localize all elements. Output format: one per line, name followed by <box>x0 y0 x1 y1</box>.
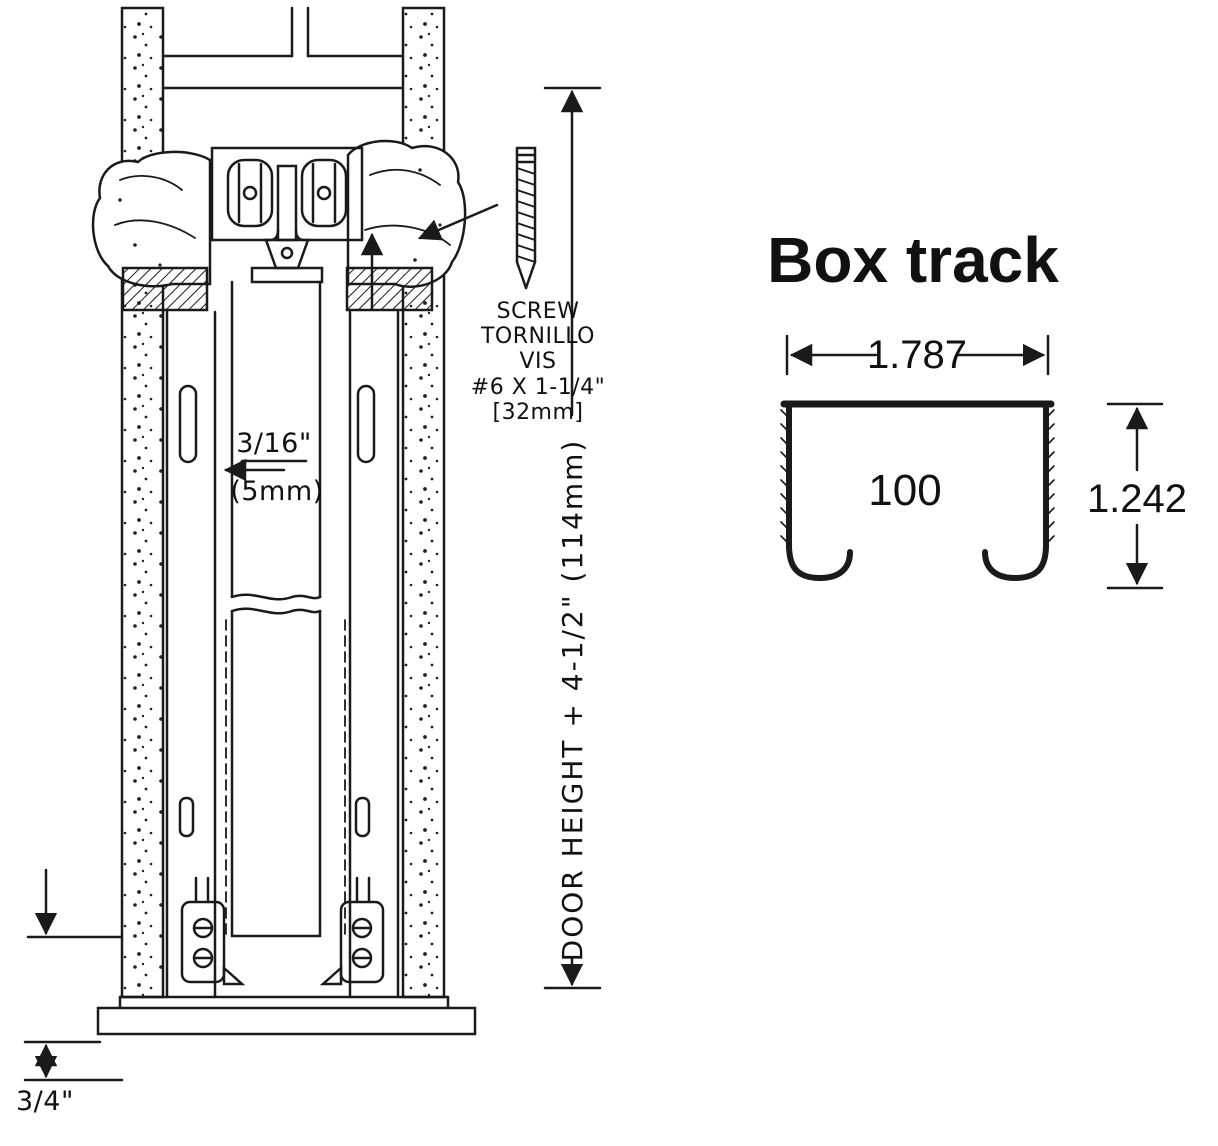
gap-dimension-inches: 3/16" <box>236 428 312 459</box>
gap-dimension <box>223 458 308 482</box>
track-width-value: 1.787 <box>867 333 967 377</box>
gap-dimension-metric: (5mm) <box>230 476 323 507</box>
floor-dimension-label: 3/4" <box>16 1086 74 1117</box>
hatched-mounting-blocks <box>121 232 434 312</box>
track-knurl-texture <box>780 409 1055 545</box>
header-framing <box>161 6 405 90</box>
door-height-dimension <box>543 86 602 990</box>
threshold <box>96 995 477 1036</box>
wall-section-drawing <box>23 6 602 1082</box>
screw-callout-line1: SCREW <box>497 299 580 324</box>
roller-assembly <box>226 158 348 284</box>
box-track-outline <box>780 400 1055 581</box>
floor-thickness-dimension <box>23 1040 124 1082</box>
track-height-value: 1.242 <box>1087 477 1187 521</box>
screw-callout-line4: #6 X 1-1/4" <box>471 375 605 400</box>
track-model-number: 100 <box>868 466 941 515</box>
track-height-dimension <box>1106 402 1164 590</box>
box-track-drawing: Box track <box>767 224 1187 590</box>
track-width-dimension <box>785 334 1050 376</box>
screw-callout-line2: TORNILLO <box>480 324 595 349</box>
screw-leader-arrow <box>417 203 499 241</box>
floor-brackets <box>180 876 385 986</box>
door-panel <box>225 280 346 938</box>
screw-illustration <box>515 146 537 290</box>
screw-callout-line5: [32mm] <box>492 400 583 425</box>
door-height-dimension-label: DOOR HEIGHT + 4-1/2" (114mm) <box>556 439 589 962</box>
screw-callout-line3: VIS <box>519 349 556 374</box>
jamb-boards <box>165 310 400 999</box>
box-track-title: Box track <box>767 224 1059 296</box>
floor-reference-arrow <box>26 868 124 939</box>
